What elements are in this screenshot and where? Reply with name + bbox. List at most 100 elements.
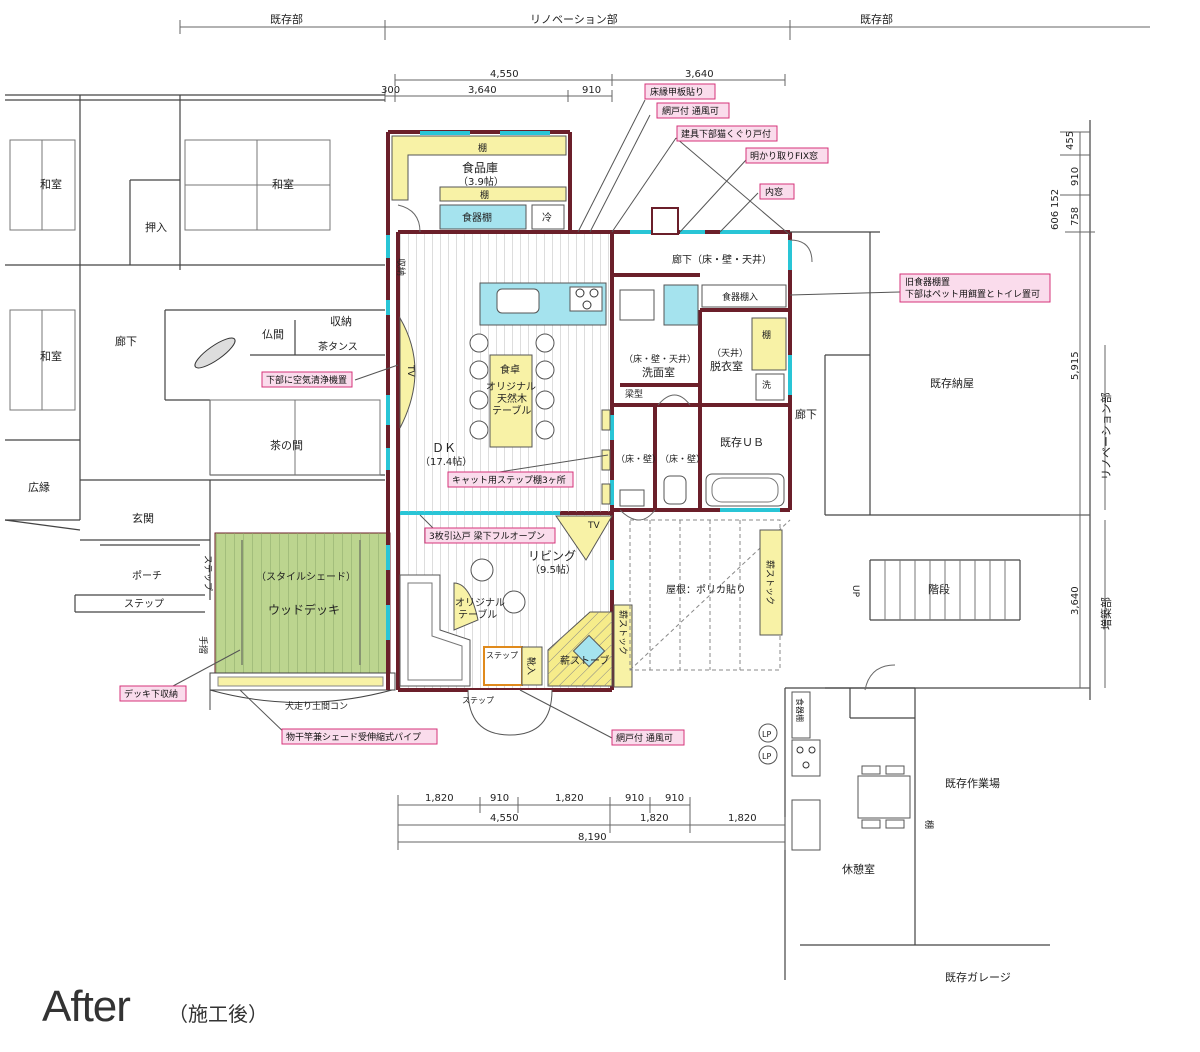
dim-bottom-r2-2: 1,820 — [728, 813, 757, 824]
section-right-label: 既存部 — [860, 12, 893, 26]
small-cupboard-label: 食器棚 — [795, 698, 805, 722]
dim-bottom-r1-4: 910 — [665, 793, 684, 804]
room-toilet-1: （床・壁） — [616, 453, 661, 465]
existing-right — [790, 120, 1091, 700]
callout-3: 明かり取りFIX窓 — [750, 150, 818, 162]
orig-small-2: テーブル — [458, 608, 497, 621]
room-shokuhinko: 食品庫 — [462, 160, 498, 175]
room-rouka-right: 廊下 — [795, 407, 817, 421]
dim-bottom-total: 8,190 — [578, 832, 607, 843]
sofa — [399, 574, 471, 687]
sink-2 — [791, 799, 821, 851]
tv-label-1: TV — [405, 364, 415, 377]
room-washitsu-3: 和室 — [40, 349, 62, 363]
gas-range — [791, 739, 821, 777]
washer-label: 洗 — [762, 379, 771, 391]
room-hiroen: 広縁 — [28, 480, 50, 494]
door-swings — [397, 204, 896, 691]
toilet-1 — [619, 489, 645, 507]
room-kizon-garage: 既存ガレージ — [945, 970, 1011, 984]
after-subtitle: （施工後） — [168, 1002, 268, 1026]
cabinet-1 — [619, 289, 655, 321]
callout-2: 建具下部猫くぐり戸付 — [681, 128, 771, 140]
orig-small-1: オリジナル — [455, 597, 505, 609]
room-kyukeishitsu: 休憩室 — [842, 862, 875, 876]
small-storage — [651, 207, 679, 235]
callout-6: 下部はペット用餌置とトイレ置可 — [905, 288, 1040, 300]
cat-step-shelves — [601, 409, 611, 505]
callout-1: 網戸付 通風可 — [662, 105, 719, 117]
existing-lower-right — [784, 687, 1050, 980]
dim-top-3640a: 3,640 — [685, 69, 714, 80]
callout-12: 網戸付 通風可 — [616, 732, 673, 744]
room-shuno-2: 収納 — [395, 258, 407, 276]
bathtub — [705, 473, 785, 507]
shoe-box — [521, 646, 543, 686]
old-cupboard — [701, 284, 787, 308]
room-datsui-2: 脱衣室 — [710, 359, 743, 373]
lamp-1 — [470, 558, 494, 582]
room-dk-size: （17.4帖） — [420, 455, 472, 468]
cupboard-label: 食器棚 — [462, 211, 492, 224]
room-rouka-top: 廊下（床・壁・天井） — [672, 253, 772, 266]
callout-8: キャット用ステップ棚3ヶ所 — [452, 474, 566, 486]
callout-10: デッキ下収納 — [124, 688, 178, 700]
room-kenkata: 梁型 — [625, 388, 643, 400]
step-small-box — [483, 646, 523, 686]
room-kaidan: 階段 — [928, 582, 950, 596]
pantry-shelf — [391, 135, 567, 201]
callout-5: 旧食器棚置 — [905, 276, 950, 288]
callout-11: 物干竿兼シェード受伸縮式パイプ — [286, 731, 421, 743]
lp-label-2: LP — [762, 752, 771, 761]
front-step — [467, 689, 553, 736]
room-style-shade: （スタイルシェード） — [256, 571, 356, 583]
room-cha-tansu: 茶タンス — [318, 340, 358, 353]
top-dimensions — [384, 74, 786, 102]
break-chairs — [861, 765, 905, 829]
room-inubashiri: 犬走り土間コン — [285, 700, 348, 712]
room-toilet-2: （床・壁） — [660, 453, 705, 465]
step-3: ステップ — [462, 696, 494, 705]
room-up: UP — [850, 585, 860, 598]
dim-bottom-r1-3: 910 — [625, 793, 644, 804]
wood-stove-label: 薪ストーブ — [560, 654, 609, 667]
room-shokuhinko-size: （3.9帖） — [458, 175, 504, 188]
section-header — [179, 20, 1150, 40]
tv-unit-1 — [399, 316, 416, 429]
small-cupboard — [791, 691, 811, 739]
room-step-2: ステップ — [202, 555, 213, 591]
washer — [755, 373, 785, 401]
room-washitsu-2: 和室 — [272, 177, 294, 191]
room-genkan: 玄関 — [132, 511, 154, 525]
room-dk: ＤＫ — [432, 441, 456, 455]
room-shuno-1: 収納 — [330, 315, 352, 328]
dim-top-300: 300 — [381, 85, 400, 96]
dim-top-910: 910 — [582, 85, 601, 96]
callout-7: 下部に空気清浄機置 — [266, 374, 347, 386]
dim-bottom-r1-2: 1,820 — [555, 793, 584, 804]
sink — [496, 288, 540, 314]
room-te: 手摺 — [197, 636, 209, 654]
shoe-label: 靴入 — [525, 657, 537, 675]
room-yane: 屋根：ポリカ貼り — [666, 583, 746, 596]
washitsu-rooms — [9, 139, 381, 476]
callout-0: 床縁甲板貼り — [650, 86, 704, 98]
orig-table-1: オリジナル — [486, 381, 536, 393]
dim-bottom-r1-1: 910 — [490, 793, 509, 804]
room-living: リビング — [528, 549, 576, 563]
dining-label: 食卓 — [500, 363, 520, 376]
dining-chairs — [469, 333, 555, 440]
fridge-label: 冷 — [542, 211, 552, 224]
dim-right-152: 152 — [1050, 189, 1061, 208]
shelf-1: 棚 — [478, 142, 487, 154]
room-butsuma: 仏間 — [262, 328, 284, 341]
dim-bottom-r2-1: 1,820 — [640, 813, 669, 824]
dim-right-758: 758 — [1070, 207, 1081, 226]
tv-label-2: TV — [587, 521, 600, 531]
shelf-3: 棚 — [762, 329, 771, 341]
step-small-label: ステップ — [486, 651, 518, 660]
cupboard — [439, 204, 527, 230]
right-dimensions — [1060, 131, 1106, 689]
wood-stove — [572, 634, 606, 668]
